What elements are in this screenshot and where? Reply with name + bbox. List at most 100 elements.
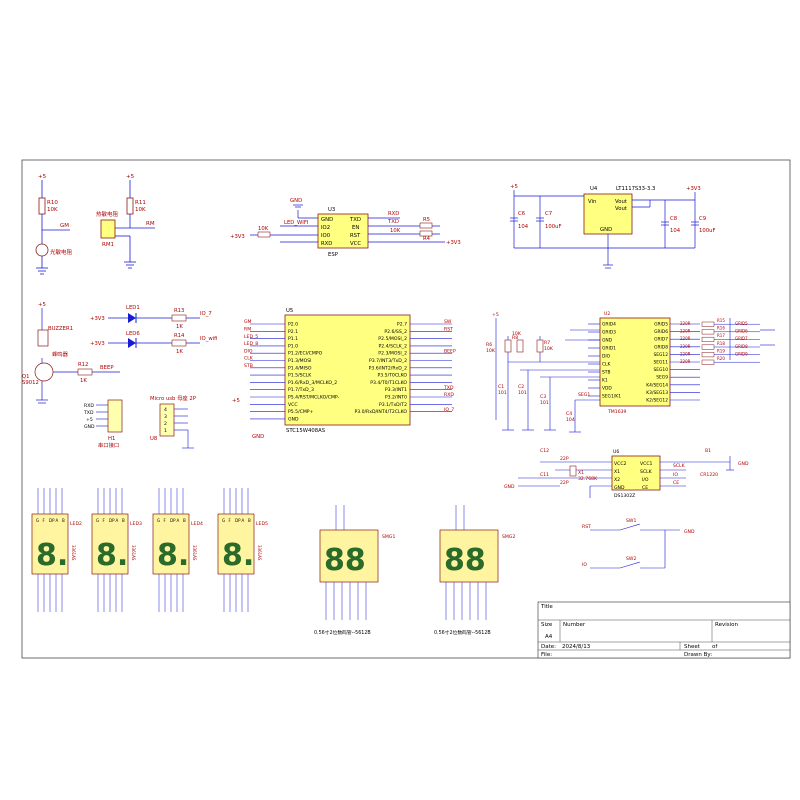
mcu-left-net: STB xyxy=(244,363,253,369)
r11-ref: R11 xyxy=(135,200,146,206)
u8-pin-1: 4 xyxy=(164,407,167,413)
r12-val: 1K xyxy=(80,378,87,384)
display-seg-label: B xyxy=(62,518,65,523)
tb-number-label: Number xyxy=(563,622,586,628)
esp-3v3-left: +3V3 xyxy=(230,234,245,240)
esp-pin-r4: VCC xyxy=(350,241,361,247)
u8-pin-2: 3 xyxy=(164,414,167,420)
c6-ref: C6 xyxy=(518,211,526,217)
rtc-net-io: IO xyxy=(673,472,678,478)
esp-pin-r1: TXD xyxy=(349,217,361,223)
rtc-pin-l2: X1 xyxy=(614,469,620,475)
ldo-ref: U4 xyxy=(590,186,598,192)
esp-led-label: LED_WIFI xyxy=(284,220,309,226)
display-seg-label: DP xyxy=(170,518,176,523)
r7-ref: R7 xyxy=(544,340,550,346)
c2-val: 101 xyxy=(518,390,527,396)
c9-ref: C9 xyxy=(699,216,706,222)
c11-val: 22P xyxy=(560,480,569,486)
esp-chip-body xyxy=(317,213,369,249)
ldo-in: +5 xyxy=(510,184,518,190)
led-net-2: IO_wifi xyxy=(200,336,218,342)
display-body xyxy=(91,513,129,575)
title-block: Title Size Number Revision A4 Date: 2024… xyxy=(537,601,791,659)
display-seg-label: DP xyxy=(109,518,115,523)
r11-value: 10K xyxy=(135,207,146,213)
rtc-chip-body xyxy=(611,455,661,491)
mcu-left-net: CLK xyxy=(244,356,254,362)
display-seg-label: B xyxy=(122,518,125,523)
smg-digits: 88 xyxy=(324,543,366,578)
tm-right-pin: GRID5 xyxy=(654,322,668,328)
esp-gnd: GND xyxy=(290,198,302,204)
led-vcc-1: +3V3 xyxy=(90,316,105,322)
display-part: 3361AS xyxy=(257,545,262,561)
r13-val: 1K xyxy=(176,324,183,330)
display-part: 3361AS xyxy=(131,545,136,561)
mcu-left-pin: P1.5/SCLK xyxy=(288,373,312,379)
display-seg-label: G xyxy=(96,518,99,523)
display-ref: LED2 xyxy=(70,521,82,527)
c7-val: 100uF xyxy=(545,224,562,230)
ldo-vout: Vout xyxy=(615,199,627,205)
c9-val: 100uF xyxy=(699,228,716,234)
rtc-part: DS1302Z xyxy=(614,493,635,499)
tm-right-pin: SEG11 xyxy=(653,360,668,366)
sensor-section xyxy=(35,180,155,275)
u8-label: Micro usb 母座 2P xyxy=(150,394,197,402)
tm-left-pin: VDD xyxy=(602,386,612,392)
tm-res-value: 220R xyxy=(680,344,691,349)
buzzer-label: 蜂鸣器 xyxy=(52,350,69,358)
rm-net: RM xyxy=(146,221,155,227)
tm-series-resistor xyxy=(701,329,715,335)
display-part: 3361AS xyxy=(71,545,76,561)
buzzer-vcc: +5 xyxy=(38,302,46,308)
smg-ref: SMG2 xyxy=(502,534,515,540)
r14-val: 1K xyxy=(176,349,183,355)
sw2-ref: SW2 xyxy=(626,556,636,562)
title-block-frame xyxy=(537,601,791,659)
buzzer-circuit: +5 BUZZER1 蜂鸣器 Q1 S9012 R12 1K BEEP xyxy=(22,302,120,404)
c3-ref: C3 xyxy=(540,394,546,400)
tm-res-ref: R15 xyxy=(717,318,725,323)
mcu-right-pin: P3.6/INT2/RxD_2 xyxy=(369,365,407,371)
display-seg-label: B xyxy=(248,518,251,523)
display-seg-label: F xyxy=(164,518,167,523)
tm-right-pin: SEG12 xyxy=(653,352,668,358)
tm-left-pin: GRID1 xyxy=(602,346,616,352)
esp-pin-r3: RST xyxy=(350,233,361,239)
r13-ref: R13 xyxy=(174,308,184,314)
mcu-left-pin: P1.4/MISO xyxy=(288,365,312,371)
display-seg-label: A xyxy=(116,518,119,523)
ldo-vin: Vin xyxy=(588,199,596,205)
esp-r-led: 10K xyxy=(258,226,269,232)
c1-val: 101 xyxy=(498,390,507,396)
rm1-ref: RM1 xyxy=(102,242,114,248)
rtc-pin-l3: X2 xyxy=(614,477,620,483)
mcu-right-net: BEEP xyxy=(444,348,456,354)
rtc-pin-r1: VCC1 xyxy=(640,461,653,467)
display-part: 3361AS xyxy=(192,545,197,561)
q1-ref: Q1 xyxy=(22,374,30,380)
esp-r4: R4 xyxy=(423,236,431,242)
c12-val: 22P xyxy=(560,456,569,462)
ldo-part: LT1117S33-3.3 xyxy=(616,186,655,192)
esp-net-txd: TXD xyxy=(387,219,399,225)
display-body xyxy=(217,513,255,575)
r14-ref: R14 xyxy=(174,333,185,339)
c4-ref: C4 xyxy=(566,411,572,417)
tm-right-pin: K2/SEG12 xyxy=(646,398,668,404)
mcu-left-pin: VCC xyxy=(288,402,298,408)
rtc-pin-r2: SCLK xyxy=(640,469,653,475)
mcu-left-pin: P1.1 xyxy=(288,336,298,342)
esp-r-pull: 10K xyxy=(390,228,401,234)
tm-left-pin: K1 xyxy=(602,378,608,384)
connectors: RXD TXD +5 GND 4 3 2 1 H1 串口接口 U8 Micro … xyxy=(83,394,197,449)
tm-series-resistor xyxy=(701,344,715,350)
rtc-circuit: U6 VCC2 X1 X2 GND VCC1 SCLK I/O CE DS130… xyxy=(504,448,749,499)
tb-size: A4 xyxy=(545,634,553,640)
